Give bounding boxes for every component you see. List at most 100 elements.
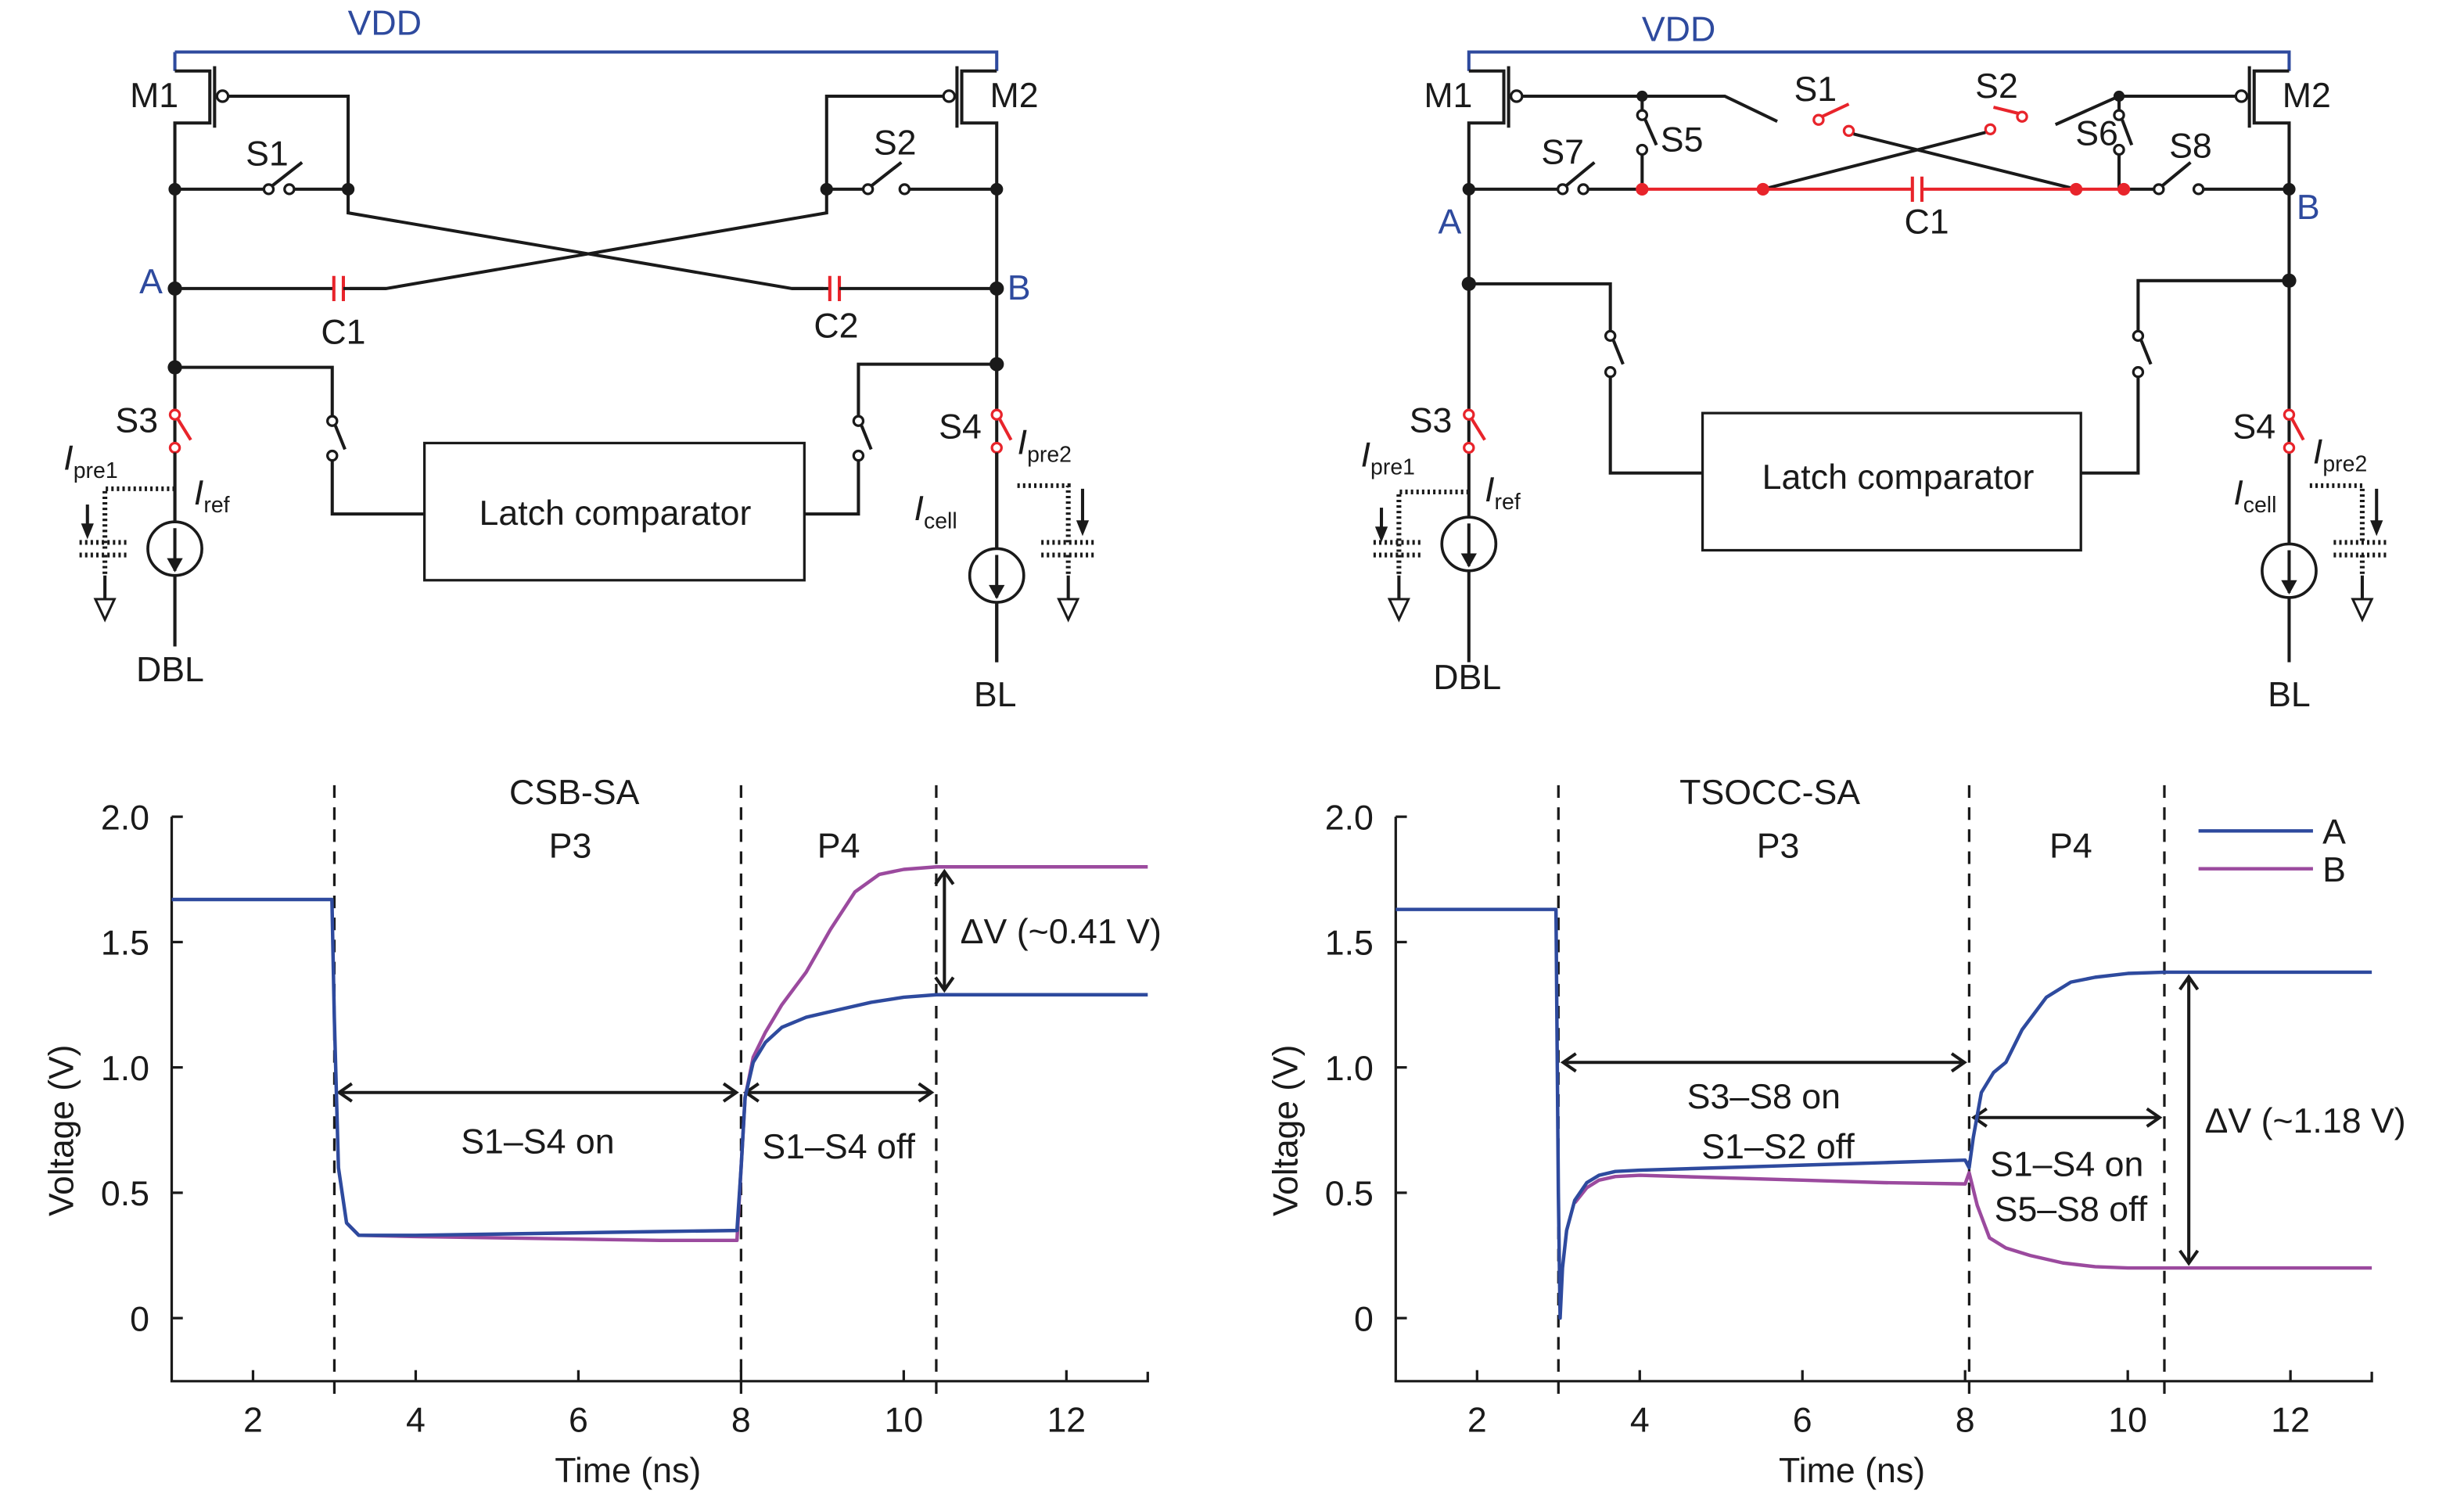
i-cell-label: Icell	[2233, 474, 2276, 518]
s1-label: S1	[1794, 70, 1837, 109]
s4-label: S4	[2232, 408, 2275, 447]
delta-v-label: ΔV (~0.41 V)	[961, 913, 1162, 951]
precharge-path-left: Ipre1	[63, 440, 175, 623]
node-b-dot	[2283, 182, 2296, 196]
latch-comparator-left: Latch comparator	[422, 441, 806, 582]
switch-s3[interactable]: S3	[1410, 401, 1486, 454]
y-tick-label: 2.0	[101, 799, 149, 837]
axis-lines	[1394, 817, 2373, 1383]
switch-comp-right[interactable]	[2081, 278, 2290, 475]
s2-label: S2	[1975, 67, 2018, 106]
switch-s8[interactable]: S8	[2124, 127, 2290, 196]
arrow-head	[2146, 1107, 2163, 1128]
cross-wire-2	[350, 189, 828, 290]
transistor-m1: M1	[1424, 66, 1778, 189]
series-line-A	[171, 897, 1148, 1237]
precharge-path-right: Ipre2	[1018, 424, 1097, 623]
x-axis-label: Time (ns)	[1779, 1452, 1925, 1490]
annotation-label: S1–S4 on	[1990, 1146, 2143, 1184]
chart-title: CSB-SA	[509, 774, 640, 812]
i-ref-label: Iref	[1485, 471, 1521, 515]
x-tick-label: 10	[884, 1401, 923, 1439]
annotation-label: S3–S8 on	[1687, 1078, 1841, 1116]
legend-label-A: A	[2322, 813, 2346, 852]
i-pre1-label: Ipre1	[63, 440, 117, 483]
arrow-head	[934, 868, 955, 885]
phase-label: P3	[1757, 828, 1800, 866]
x-tick-label: 6	[1793, 1401, 1812, 1439]
node-a-dot	[1462, 182, 1475, 196]
y-tick-label: 0.5	[1325, 1175, 1374, 1213]
annotation-label: S1–S2 off	[1701, 1128, 1855, 1166]
switch-comp-left[interactable]	[1468, 282, 1703, 475]
switch-s3[interactable]: S3	[115, 367, 192, 647]
y-tick-label: 1.0	[1325, 1050, 1374, 1088]
y-tick-label: 0	[130, 1300, 149, 1338]
i-cell-label: Icell	[914, 490, 957, 533]
arrow-head	[934, 976, 955, 993]
s7-label: S7	[1541, 134, 1584, 172]
s2-label: S2	[874, 124, 917, 163]
phase-label: P3	[549, 828, 592, 866]
switch-s5[interactable]: S5	[1636, 95, 1704, 189]
vdd-label: VDD	[348, 5, 422, 43]
circuit-right: VDD M1 M2 S1	[1361, 11, 2388, 714]
i-pre1-label: Ipre1	[1361, 436, 1415, 480]
annotation-label: S1–S4 on	[461, 1123, 614, 1162]
switch-comp-right[interactable]	[804, 362, 997, 516]
node-a-dot	[167, 281, 182, 296]
latch-comparator-right: Latch comparator	[1701, 411, 2082, 552]
annotation-label: S1–S4 off	[762, 1128, 915, 1166]
x-tick-label: 2	[1467, 1401, 1487, 1439]
switch-comp-left[interactable]	[174, 365, 425, 516]
current-source-cell: Icell	[2233, 474, 2318, 599]
transistor-m2: M2	[824, 66, 1039, 189]
latch-comparator-label: Latch comparator	[1762, 458, 2035, 497]
arrow-head	[722, 1082, 739, 1103]
s5-label: S5	[1661, 121, 1704, 160]
s3-label: S3	[115, 401, 158, 440]
switch-s1[interactable]: S1	[174, 135, 349, 196]
switch-s2[interactable]: S2	[1762, 67, 2028, 191]
series-line-A	[1395, 907, 2372, 1320]
switch-s7[interactable]: S7	[1468, 134, 1643, 196]
x-tick-label: 12	[1047, 1401, 1086, 1439]
node-a-label: A	[139, 263, 163, 301]
capacitor-c1: C1	[174, 275, 386, 352]
bl-label: BL	[2268, 676, 2311, 714]
vdd-rail	[174, 50, 999, 71]
switch-s2[interactable]: S2	[826, 124, 997, 196]
s3-label: S3	[1410, 401, 1453, 440]
annotation-label: S5–S8 off	[1995, 1190, 2148, 1229]
arrow-head	[2178, 974, 2200, 991]
arrow-head	[1560, 1052, 1577, 1073]
x-tick-label: 8	[731, 1401, 751, 1439]
s1-label: S1	[246, 135, 289, 174]
series-line-B	[345, 865, 1148, 1243]
vdd-rail	[1467, 50, 2291, 71]
y-tick-label: 1.0	[101, 1050, 149, 1088]
cross-wire-1	[347, 189, 824, 290]
junction	[341, 182, 355, 196]
transistor-m1: M1	[130, 66, 350, 189]
phase-label: P4	[2049, 828, 2092, 866]
current-source-cell: Icell	[914, 490, 1025, 604]
axis-lines	[170, 817, 1149, 1383]
current-source-ref: Iref	[1440, 471, 1521, 573]
capacitor-c2: C2	[792, 275, 997, 345]
node-a-label: A	[1439, 203, 1462, 241]
y-tick-label: 2.0	[1325, 799, 1374, 837]
y-axis-label: Voltage (V)	[42, 1045, 81, 1216]
arrow-head	[2178, 1249, 2200, 1266]
switch-s6[interactable]: S6	[2075, 95, 2134, 189]
series-line-B	[1573, 1171, 2372, 1270]
node-b-label: B	[2297, 189, 2320, 227]
y-tick-label: 1.5	[101, 925, 149, 963]
c1-label: C1	[321, 314, 365, 352]
switch-s1[interactable]: S1	[1794, 70, 2077, 191]
switch-s4[interactable]: S4	[2232, 408, 2305, 454]
x-tick-label: 4	[406, 1401, 426, 1439]
